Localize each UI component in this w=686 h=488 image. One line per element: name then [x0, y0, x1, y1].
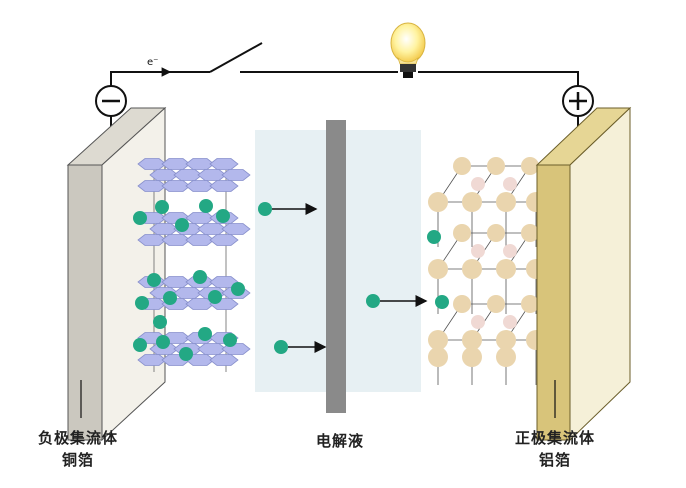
separator: [326, 120, 346, 413]
switch-icon: [209, 42, 263, 73]
cathode-atom: [453, 157, 471, 175]
lithium-ion: [135, 296, 149, 310]
transition-metal-atom: [471, 315, 485, 329]
lithium-ion: [198, 327, 212, 341]
lithium-ion: [258, 202, 272, 216]
lithium-ion: [133, 338, 147, 352]
negative-label-line1: 负极集流体: [37, 429, 118, 447]
cathode-atom: [496, 347, 516, 367]
transition-metal-atom: [503, 177, 517, 191]
cathode-atom: [487, 157, 505, 175]
cathode-atom: [462, 259, 482, 279]
cathode-atom: [428, 330, 448, 350]
lithium-ion: [435, 295, 449, 309]
cathode-lattice: [428, 157, 546, 385]
negative-label-line2: 铜箔: [61, 451, 94, 469]
transition-metal-atom: [471, 177, 485, 191]
cathode-atom: [453, 224, 471, 242]
positive-label-line2: 铝箔: [538, 451, 571, 469]
lithium-ion: [153, 315, 167, 329]
lithium-ion: [366, 294, 380, 308]
electron-label: e⁻: [147, 57, 158, 68]
lithium-ion: [208, 290, 222, 304]
cathode-atom: [462, 347, 482, 367]
lithium-ion: [193, 270, 207, 284]
cathode-atom: [462, 330, 482, 350]
transition-metal-atom: [503, 244, 517, 258]
cathode-atom: [428, 347, 448, 367]
graphite-hexagon: [209, 234, 239, 246]
light-bulb-icon: [390, 22, 426, 78]
graphite-hexagon: [209, 354, 239, 366]
cathode-atom: [487, 224, 505, 242]
lithium-ion: [156, 335, 170, 349]
lithium-ion: [133, 211, 147, 225]
lithium-ion: [179, 347, 193, 361]
transition-metal-atom: [503, 315, 517, 329]
lithium-ion: [175, 218, 189, 232]
cathode-atom: [521, 295, 539, 313]
cathode-atom: [453, 295, 471, 313]
cathode-atom: [496, 259, 516, 279]
negative-collector-label: 负极集流体 铜箔: [8, 427, 148, 471]
cathode-atom: [428, 259, 448, 279]
lithium-ion: [163, 291, 177, 305]
lithium-ion: [147, 273, 161, 287]
cathode-atom: [521, 157, 539, 175]
lithium-ion: [427, 230, 441, 244]
lithium-ion: [231, 282, 245, 296]
cathode-atom: [496, 330, 516, 350]
cathode-atom: [462, 192, 482, 212]
ion-migration-arrows: [258, 202, 449, 354]
cathode-atom: [487, 295, 505, 313]
graphite-hexagon: [209, 180, 239, 192]
graphite-anode: [133, 158, 251, 372]
minus-terminal-icon: [95, 85, 127, 117]
cathode-atom: [521, 224, 539, 242]
aluminum-foil-collector: [535, 106, 632, 442]
cathode-atom: [496, 192, 516, 212]
lithium-ion: [274, 340, 288, 354]
lithium-ion: [223, 333, 237, 347]
lithium-ion: [216, 209, 230, 223]
plus-terminal-icon: [562, 85, 594, 117]
positive-collector-label: 正极集流体 铝箔: [485, 427, 625, 471]
lithium-ion: [199, 199, 213, 213]
electrolyte-label: 电解液: [315, 432, 364, 450]
positive-label-line1: 正极集流体: [514, 429, 595, 447]
lithium-ion: [155, 200, 169, 214]
graphite-hexagon: [209, 158, 239, 170]
transition-metal-atom: [471, 244, 485, 258]
cathode-atom: [428, 192, 448, 212]
